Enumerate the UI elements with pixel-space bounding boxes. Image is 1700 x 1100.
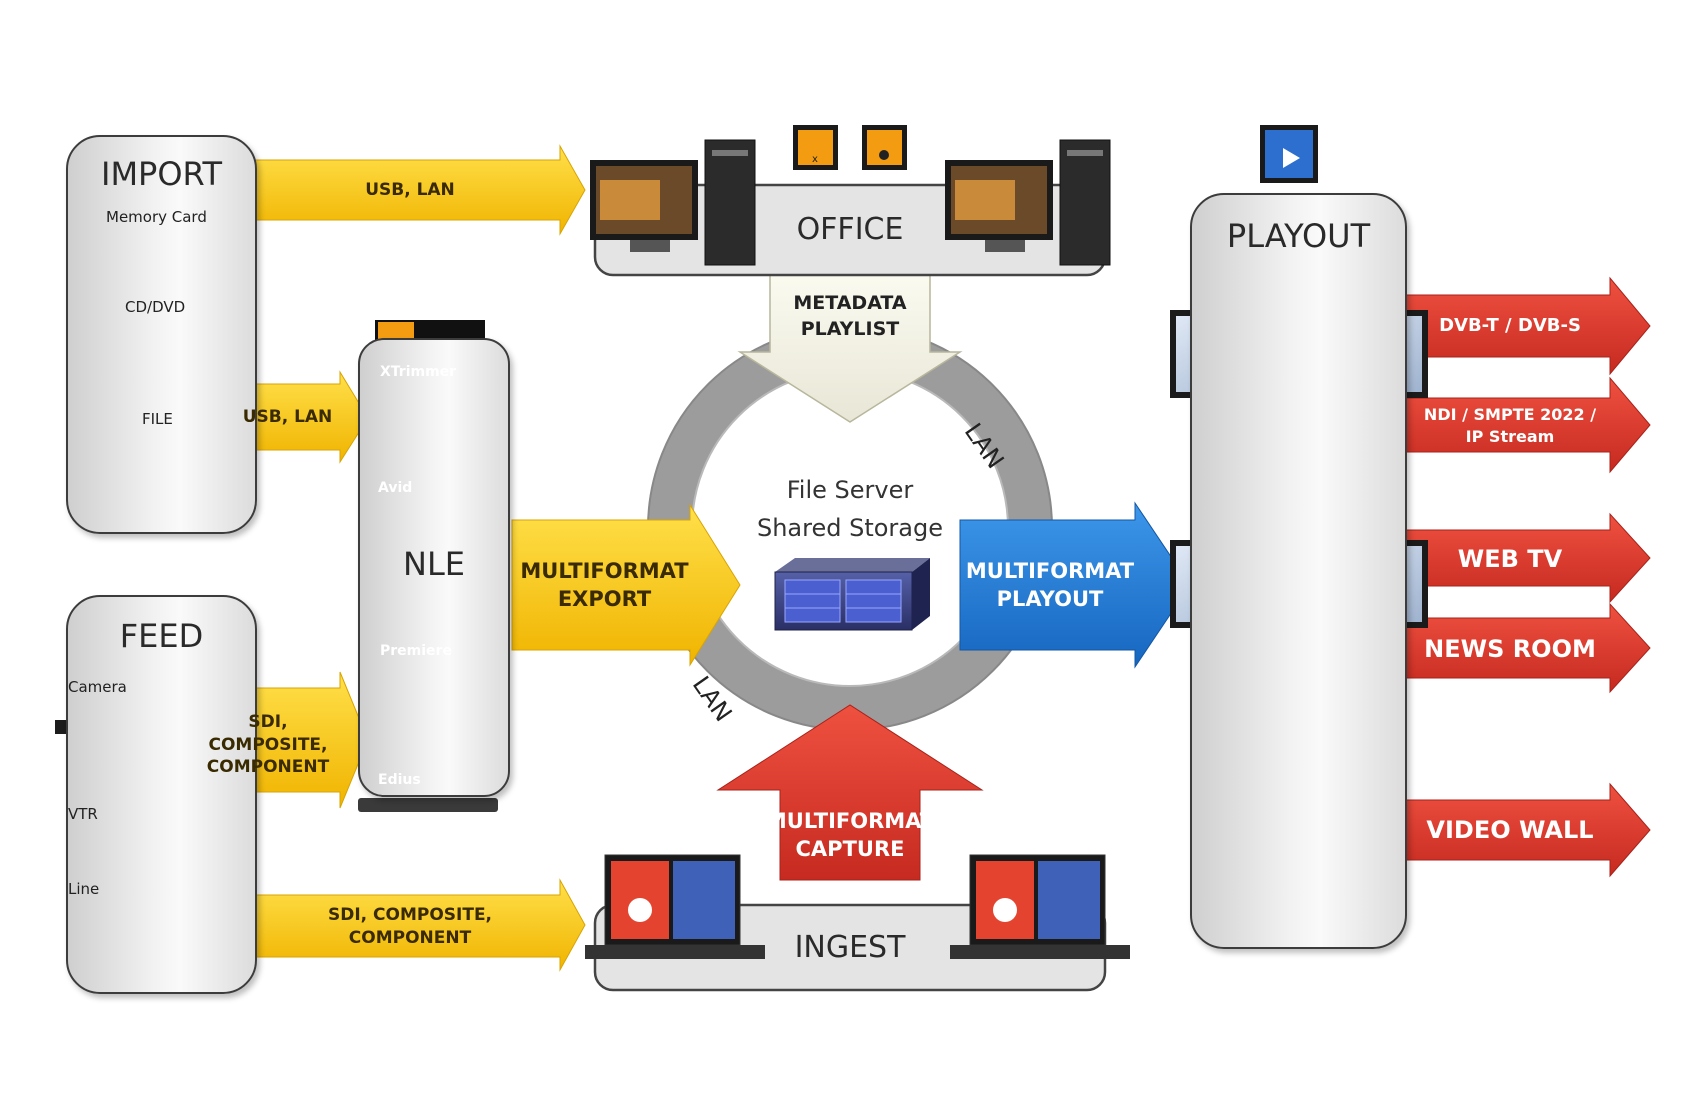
arrow-usb-lan-nle-label: USB, LAN xyxy=(242,406,333,427)
arrow-playout xyxy=(959,501,1191,669)
output-newsroom-label: NEWS ROOM xyxy=(1424,634,1596,663)
arrow-ndi xyxy=(1404,376,1651,474)
feed-item-vtr: VTR xyxy=(68,805,98,823)
arrow-sdi-ingest-line2: COMPONENT xyxy=(348,928,472,948)
arrow-newsroom xyxy=(1404,602,1651,694)
ingest-title: INGEST xyxy=(794,930,906,965)
arrow-capture xyxy=(716,704,984,881)
feed-item-line: Line xyxy=(68,880,100,898)
server-label-line2: Shared Storage xyxy=(756,514,944,542)
arrow-capture-line1: MULTIFORMAT xyxy=(765,808,935,833)
arrow-usb-lan-office xyxy=(254,144,586,236)
arrow-metadata-line1: METADATA xyxy=(793,292,907,315)
arrow-playout-line1: MULTIFORMAT xyxy=(965,558,1135,583)
playout-title: PLAYOUT xyxy=(1226,217,1371,255)
arrow-playout-line2: PLAYOUT xyxy=(996,587,1104,611)
feed-item-camera: Camera xyxy=(68,678,127,696)
feed-title: FEED xyxy=(119,617,204,655)
output-webtv-label: WEB TV xyxy=(1457,544,1563,573)
nle-app-label-premiere: Premiere xyxy=(380,643,452,659)
arrow-metadata-label: METADATA PLAYLIST xyxy=(770,286,930,348)
import-panel: IMPORT xyxy=(66,135,257,534)
arrow-sdi-nle-line3: COMPONENT xyxy=(206,757,330,778)
monitor-icon xyxy=(585,854,765,959)
arrow-export xyxy=(511,503,741,667)
monitor-icon xyxy=(590,139,756,266)
office-title: OFFICE xyxy=(796,212,904,247)
arrow-capture-line2: CAPTURE xyxy=(795,837,905,861)
arrow-dvb xyxy=(1404,276,1651,376)
arrow-sdi-nle-line1: SDI, xyxy=(248,711,288,732)
arrow-webtv xyxy=(1404,512,1651,604)
nle-app-label-avid: Avid xyxy=(378,480,413,496)
server-icon xyxy=(774,558,930,631)
import-item-cd-dvd: CD/DVD xyxy=(125,298,186,316)
xtrimmer-icon: x xyxy=(793,125,838,170)
arrow-videowall xyxy=(1404,782,1651,878)
import-title: IMPORT xyxy=(101,155,222,193)
arrow-metadata xyxy=(737,269,963,423)
output-ndi-line2: IP Stream xyxy=(1465,427,1555,446)
nle-panel: NLE xyxy=(358,338,510,797)
arrow-sdi-nle-line2: COMPOSITE, xyxy=(208,734,328,755)
arrow-sdi-ingest xyxy=(254,878,586,972)
arrow-export-line1: MULTIFORMAT xyxy=(520,558,689,583)
arrow-metadata-line2: PLAYLIST xyxy=(800,318,900,340)
arrow-capture-label: MULTIFORMAT CAPTURE xyxy=(760,800,940,870)
arrow-usb-lan-office-label: USB, LAN xyxy=(365,179,455,200)
output-ndi-label: NDI / SMPTE 2022 / IP Stream xyxy=(1410,402,1610,450)
playout-panel: PLAYOUT xyxy=(1190,193,1407,949)
arrow-export-label: MULTIFORMAT EXPORT xyxy=(512,550,697,620)
nle-app-label-edius: Edius xyxy=(378,772,421,788)
monitor-icon xyxy=(945,139,1111,266)
capture-app-icon xyxy=(862,125,907,170)
output-ndi-line1: NDI / SMPTE 2022 / xyxy=(1423,405,1597,425)
arrow-playout-label: MULTIFORMAT PLAYOUT xyxy=(960,550,1140,620)
arrow-sdi-nle-label: SDI, COMPOSITE, COMPONENT xyxy=(188,705,348,785)
import-item-file: FILE xyxy=(142,410,173,428)
import-item-memory-card: Memory Card xyxy=(106,208,207,226)
server-label-line1: File Server xyxy=(786,476,914,504)
arrow-export-line2: EXPORT xyxy=(557,587,652,611)
nle-title: NLE xyxy=(403,545,465,583)
arrow-sdi-ingest-label: SDI, COMPOSITE, COMPONENT xyxy=(300,900,520,954)
output-videowall-label: VIDEO WALL xyxy=(1426,815,1594,844)
output-dvb-label: DVB-T / DVB-S xyxy=(1439,314,1581,336)
feed-panel: FEED xyxy=(66,595,257,994)
monitor-icon xyxy=(950,854,1130,959)
nle-app-label-xtrimmer: XTrimmer xyxy=(380,364,457,380)
playout-app-icon xyxy=(1260,125,1318,183)
svg-text:x: x xyxy=(812,154,818,165)
arrow-sdi-ingest-line1: SDI, COMPOSITE, xyxy=(327,905,493,926)
